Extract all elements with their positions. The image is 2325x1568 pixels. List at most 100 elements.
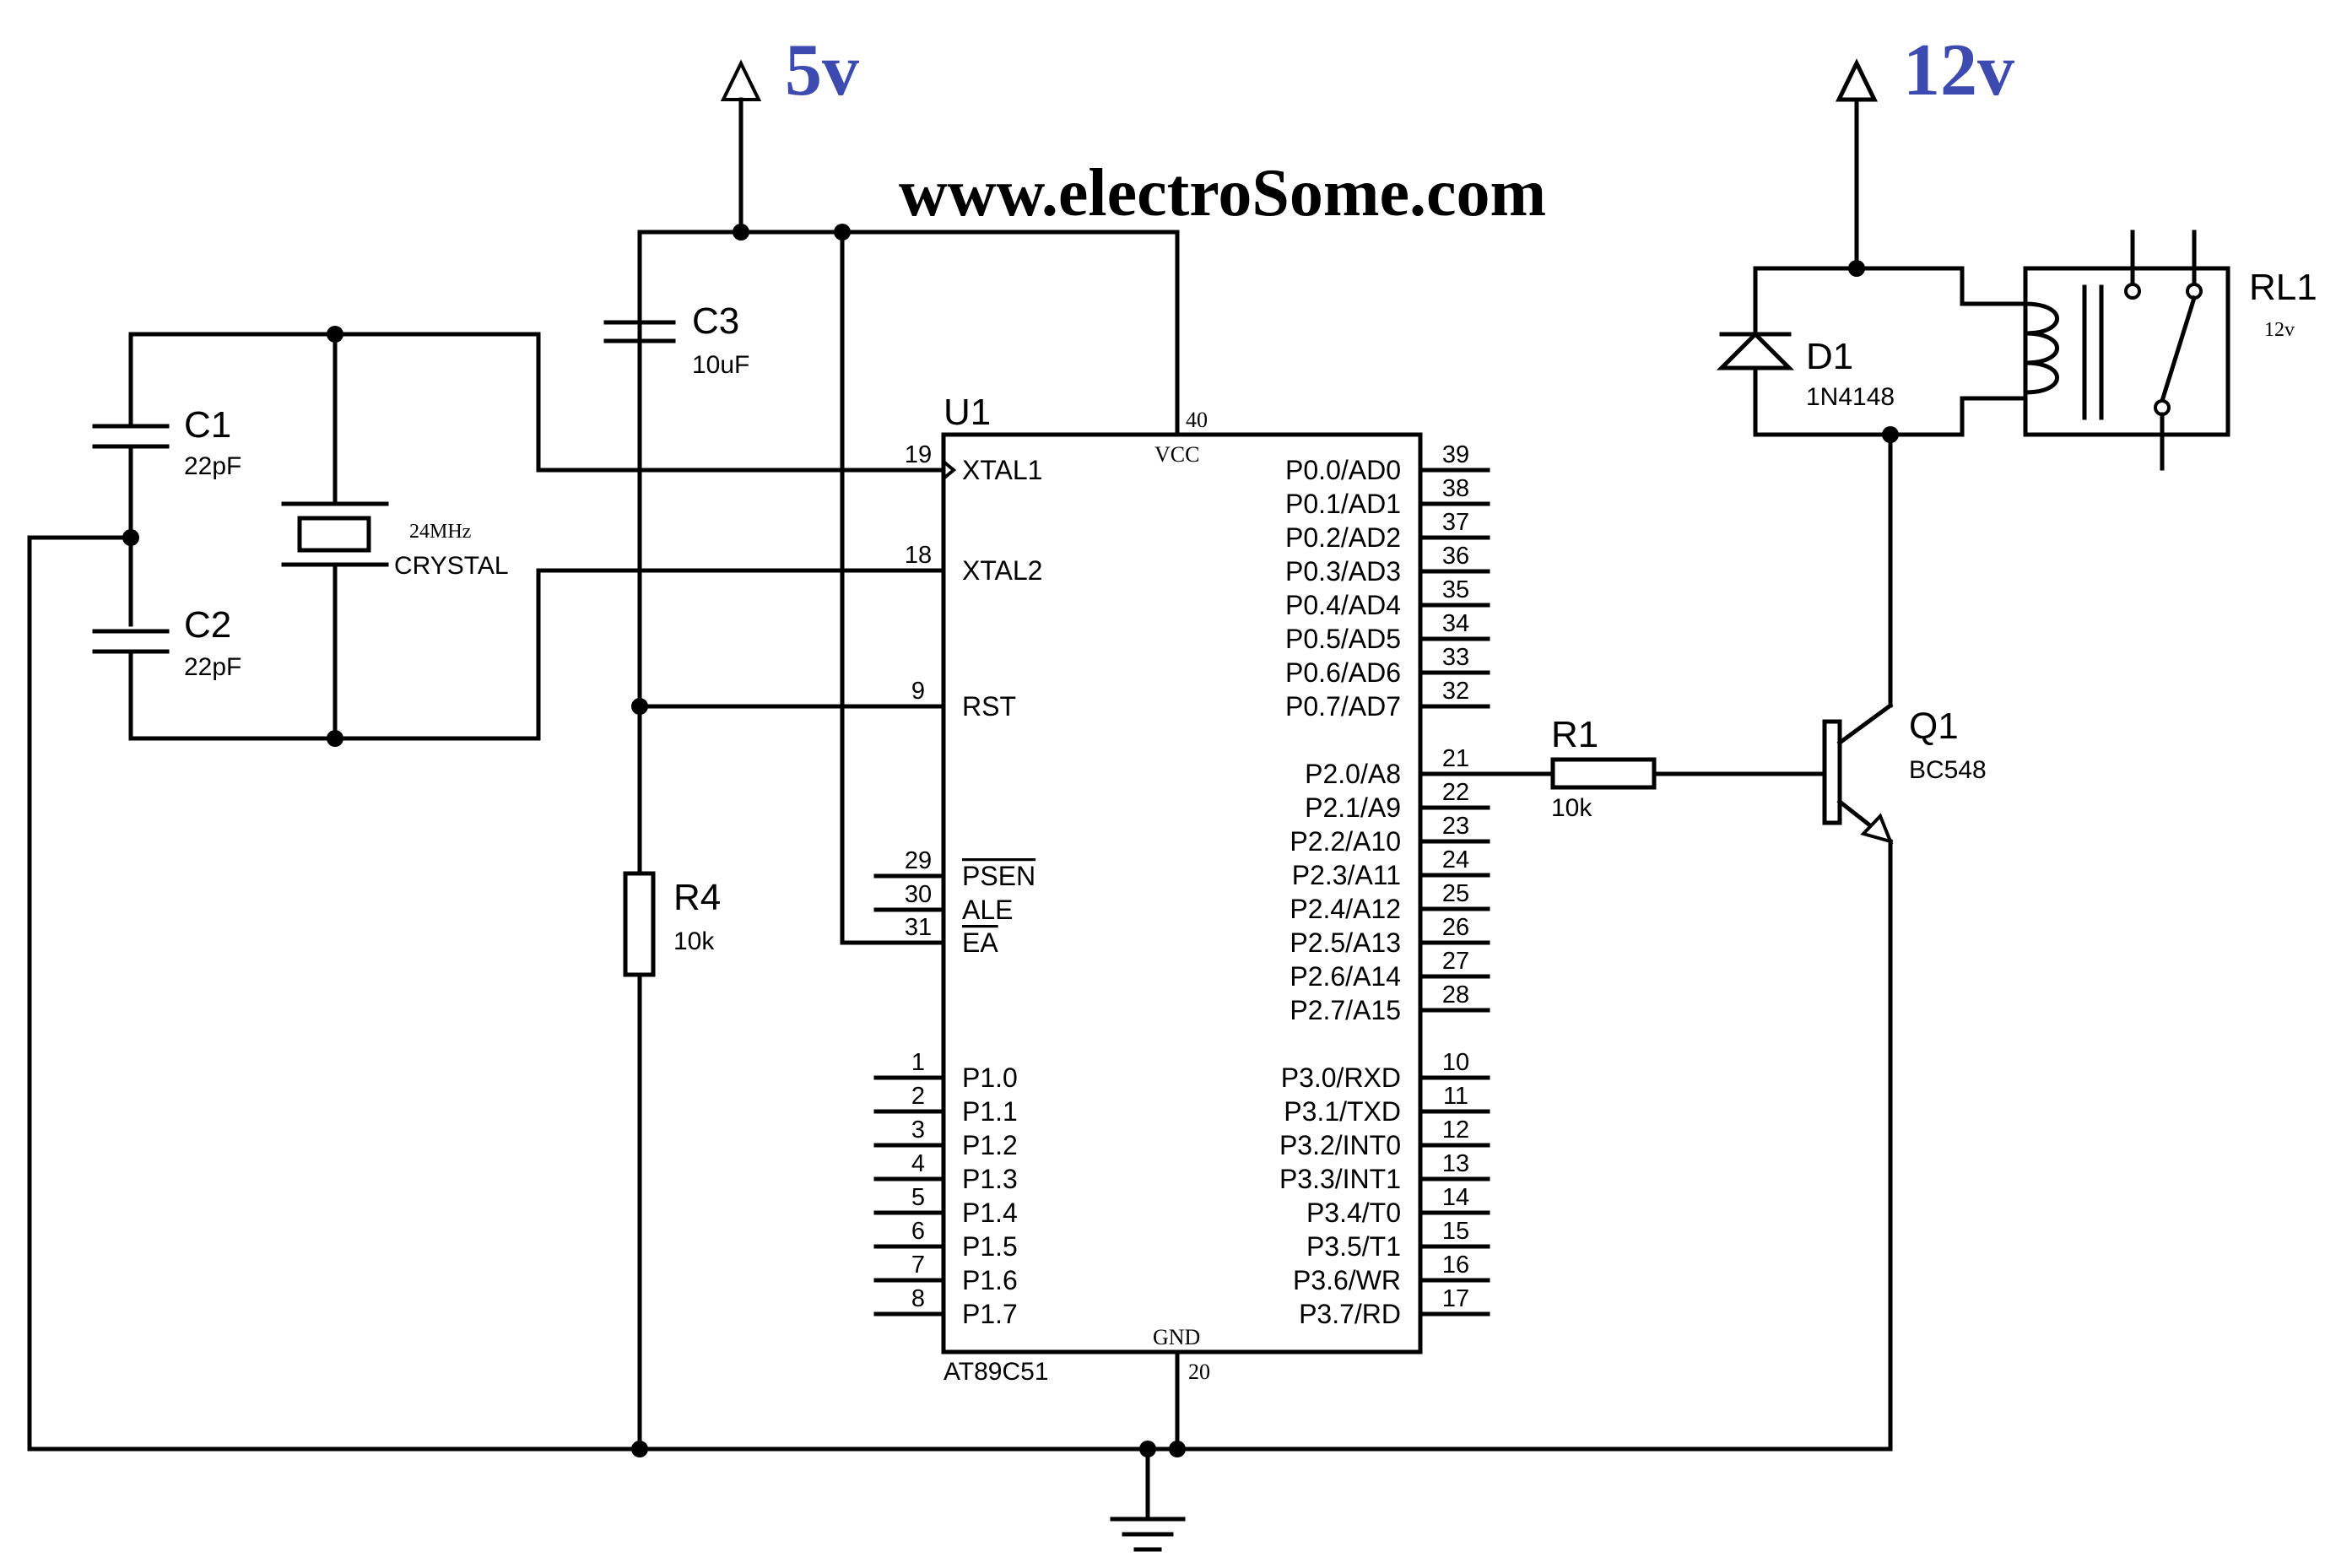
r1-ref: R1: [1551, 714, 1598, 755]
d1-ref: D1: [1806, 336, 1853, 377]
pin-number-8: 8: [911, 1285, 925, 1312]
pin-number-34: 34: [1442, 610, 1469, 637]
q1-ref: Q1: [1909, 706, 1959, 747]
pin-name-23: P2.2/A10: [1290, 826, 1401, 857]
c1-ref: C1: [184, 404, 231, 446]
mcu-ref: U1: [944, 392, 991, 433]
vcc-pin-label: VCC: [1154, 442, 1199, 467]
pin-number-12: 12: [1442, 1117, 1469, 1144]
pin-number-36: 36: [1442, 543, 1469, 570]
pin-number-18: 18: [905, 542, 932, 569]
gnd-pin-number: 20: [1188, 1360, 1210, 1384]
pin-name-12: P3.2/INT0: [1279, 1130, 1401, 1160]
resistor-r4: R4 10k: [623, 871, 721, 1452]
pin-number-13: 13: [1442, 1150, 1469, 1177]
pin-number-30: 30: [905, 881, 932, 908]
transistor-q1: Q1 BC548: [1822, 432, 1987, 845]
pin-number-1: 1: [911, 1049, 925, 1076]
pin-name-33: P0.6/AD6: [1285, 657, 1401, 688]
r1-value: 10k: [1551, 794, 1592, 822]
rl1-value: 12v: [2264, 319, 2295, 341]
pin-name-16: P3.6/WR: [1293, 1265, 1401, 1295]
pin-number-15: 15: [1442, 1218, 1469, 1245]
pin-name-21: P2.0/A8: [1305, 759, 1401, 789]
gnd-pin-label: GND: [1153, 1325, 1200, 1349]
pin-name-26: P2.5/A13: [1290, 927, 1401, 958]
c2-value: 22pF: [184, 653, 241, 681]
pin-name-9: RST: [962, 691, 1016, 722]
pin-number-23: 23: [1442, 813, 1469, 840]
pin-name-5: P1.4: [962, 1198, 1018, 1228]
crystal-frequency: 24MHz: [409, 521, 471, 543]
pin-number-28: 28: [1442, 981, 1469, 1008]
rl1-ref: RL1: [2249, 267, 2317, 308]
pin-number-21: 21: [1442, 745, 1469, 772]
pin-name-38: P0.1/AD1: [1285, 489, 1401, 519]
vcc-12v-symbol: 12v: [1835, 30, 2014, 277]
mcu-part: AT89C51: [944, 1358, 1049, 1386]
pin-name-14: P3.4/T0: [1306, 1198, 1401, 1228]
pin-number-37: 37: [1442, 509, 1469, 536]
vcc-pin-number: 40: [1186, 408, 1208, 432]
pin-name-24: P2.3/A11: [1292, 860, 1401, 890]
pin-name-6: P1.5: [962, 1231, 1018, 1262]
diode-d1: D1 1N4148: [1716, 266, 1965, 443]
c1-value: 22pF: [184, 452, 241, 480]
pin-number-6: 6: [911, 1218, 925, 1245]
pin-name-18: XTAL2: [962, 555, 1042, 586]
c3-value: 10uF: [692, 351, 749, 379]
pin-number-24: 24: [1442, 846, 1469, 873]
pin-number-32: 32: [1442, 678, 1469, 705]
pin-number-9: 9: [911, 678, 925, 705]
pin-name-35: P0.4/AD4: [1285, 590, 1401, 620]
pin-name-30: ALE: [962, 895, 1013, 925]
r4-value: 10k: [673, 927, 715, 955]
pin-number-26: 26: [1442, 914, 1469, 941]
pin-number-11: 11: [1443, 1083, 1468, 1110]
pin-number-33: 33: [1442, 644, 1469, 671]
pin-number-31: 31: [905, 914, 932, 941]
pin-number-3: 3: [911, 1117, 925, 1144]
pin-name-29: PSEN: [962, 861, 1035, 891]
pin-number-19: 19: [905, 441, 932, 468]
resistor-r1: R1 10k: [1485, 714, 1827, 822]
pin-name-39: P0.0/AD0: [1285, 455, 1401, 485]
pin-name-8: P1.7: [962, 1299, 1018, 1329]
pin-name-27: P2.6/A14: [1290, 961, 1401, 992]
pin-number-16: 16: [1442, 1252, 1469, 1279]
pin-number-14: 14: [1442, 1184, 1469, 1211]
d1-value: 1N4148: [1806, 383, 1895, 411]
pin-number-38: 38: [1442, 475, 1469, 502]
pin-number-25: 25: [1442, 880, 1469, 907]
rail-5v-label: 5v: [785, 30, 859, 111]
ground-symbol: [631, 1441, 1186, 1552]
pin-name-7: P1.6: [962, 1265, 1018, 1295]
pin-name-31: EA: [962, 927, 998, 958]
pin-name-36: P0.3/AD3: [1285, 556, 1401, 587]
pin-name-25: P2.4/A12: [1290, 894, 1401, 924]
website-watermark: www.electroSome.com: [899, 156, 1546, 230]
c3-ref: C3: [692, 300, 739, 342]
r4-ref: R4: [673, 877, 721, 918]
pin-name-3: P1.2: [962, 1130, 1018, 1160]
pin-name-17: P3.7/RD: [1299, 1299, 1401, 1329]
pin-number-4: 4: [911, 1150, 925, 1177]
pin-number-2: 2: [911, 1083, 925, 1110]
pin-name-34: P0.5/AD5: [1285, 624, 1401, 654]
oscillator-circuit: C1 22pF C2 22pF 24MHz CRYSTAL: [27, 326, 1893, 1452]
pin-name-22: P2.1/A9: [1305, 792, 1401, 823]
pin-number-7: 7: [911, 1252, 925, 1279]
pin-number-27: 27: [1442, 948, 1469, 975]
c2-ref: C2: [184, 604, 231, 646]
pin-name-13: P3.3/INT1: [1279, 1164, 1401, 1194]
pin-name-11: P3.1/TXD: [1284, 1096, 1401, 1127]
crystal-label: CRYSTAL: [394, 552, 509, 580]
pin-number-5: 5: [911, 1184, 925, 1211]
pin-number-10: 10: [1442, 1049, 1469, 1076]
pin-number-17: 17: [1442, 1285, 1469, 1312]
vcc-5v-symbol: 5v: [720, 30, 859, 235]
pin-name-2: P1.1: [962, 1096, 1018, 1127]
pin-name-4: P1.3: [962, 1164, 1018, 1194]
